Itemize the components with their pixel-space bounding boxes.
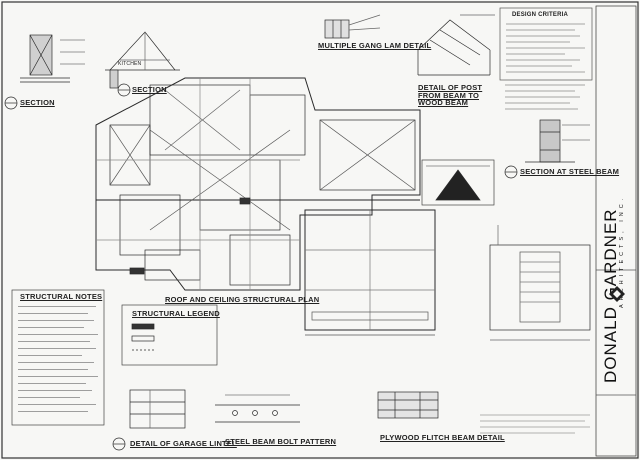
garage-lintel-detail [112,389,186,451]
note-line [18,320,94,321]
note-line [18,327,84,328]
roof-plan-title: ROOF AND CEILING STRUCTURAL PLAN [165,295,320,304]
notes-column [505,84,585,110]
note-line [18,306,96,307]
note-line [18,404,96,405]
note-line [18,397,80,398]
section-kitchen-detail [105,31,180,97]
bolt-pattern-title: STEEL BEAM BOLT PATTERN [225,437,337,446]
section-title-kitchen: SECTION [132,85,167,94]
note-line [18,341,90,342]
brand-logo-icon [609,286,625,302]
note-line [18,383,86,384]
note-line [18,334,98,335]
post-detail-title: DETAIL OF POST FROM BEAM TO WOOD BEAM [418,83,483,107]
general-notes-bottom [480,414,590,434]
design-criteria-block [499,7,593,81]
note-line [18,369,88,370]
roof-ceiling-plan [95,77,421,291]
title-block: DONALD GARDNER ARCHITECTS, INC. [597,8,635,456]
gang-lam-title: MULTIPLE GANG LAM DETAIL [318,41,432,50]
steel-beam-section-title: SECTION AT STEEL BEAM [520,167,620,176]
section-left-detail [4,34,85,110]
plywood-flitch-detail [377,391,439,419]
note-line [18,348,96,349]
design-criteria-title: DESIGN CRITERIA [512,12,569,18]
note-line [18,376,98,377]
gang-lam-detail [324,14,381,39]
note-line [18,313,88,314]
garage-lintel-title: DETAIL OF GARAGE LINTEL [130,439,237,448]
structural-notes-box [11,289,105,426]
bolt-pattern-detail [215,394,300,423]
right-partial-plan [489,225,591,341]
kitchen-label: KITCHEN [118,61,142,67]
note-line [18,390,92,391]
note-line [18,411,88,412]
note-line [18,355,82,356]
section-title-left: SECTION [20,98,55,107]
structural-legend-box [121,304,218,366]
note-line [18,362,94,363]
structural-legend-title: STRUCTURAL LEGEND [132,309,220,318]
garage-plan [304,209,436,336]
post-detail [417,14,495,76]
plywood-flitch-title: PLYWOOD FLITCH BEAM DETAIL [380,433,505,442]
title-block-frame [595,5,637,457]
structural-notes-title: STRUCTURAL NOTES [20,292,103,301]
steel-beam-section [504,119,590,179]
engineer-stamp [421,159,495,206]
